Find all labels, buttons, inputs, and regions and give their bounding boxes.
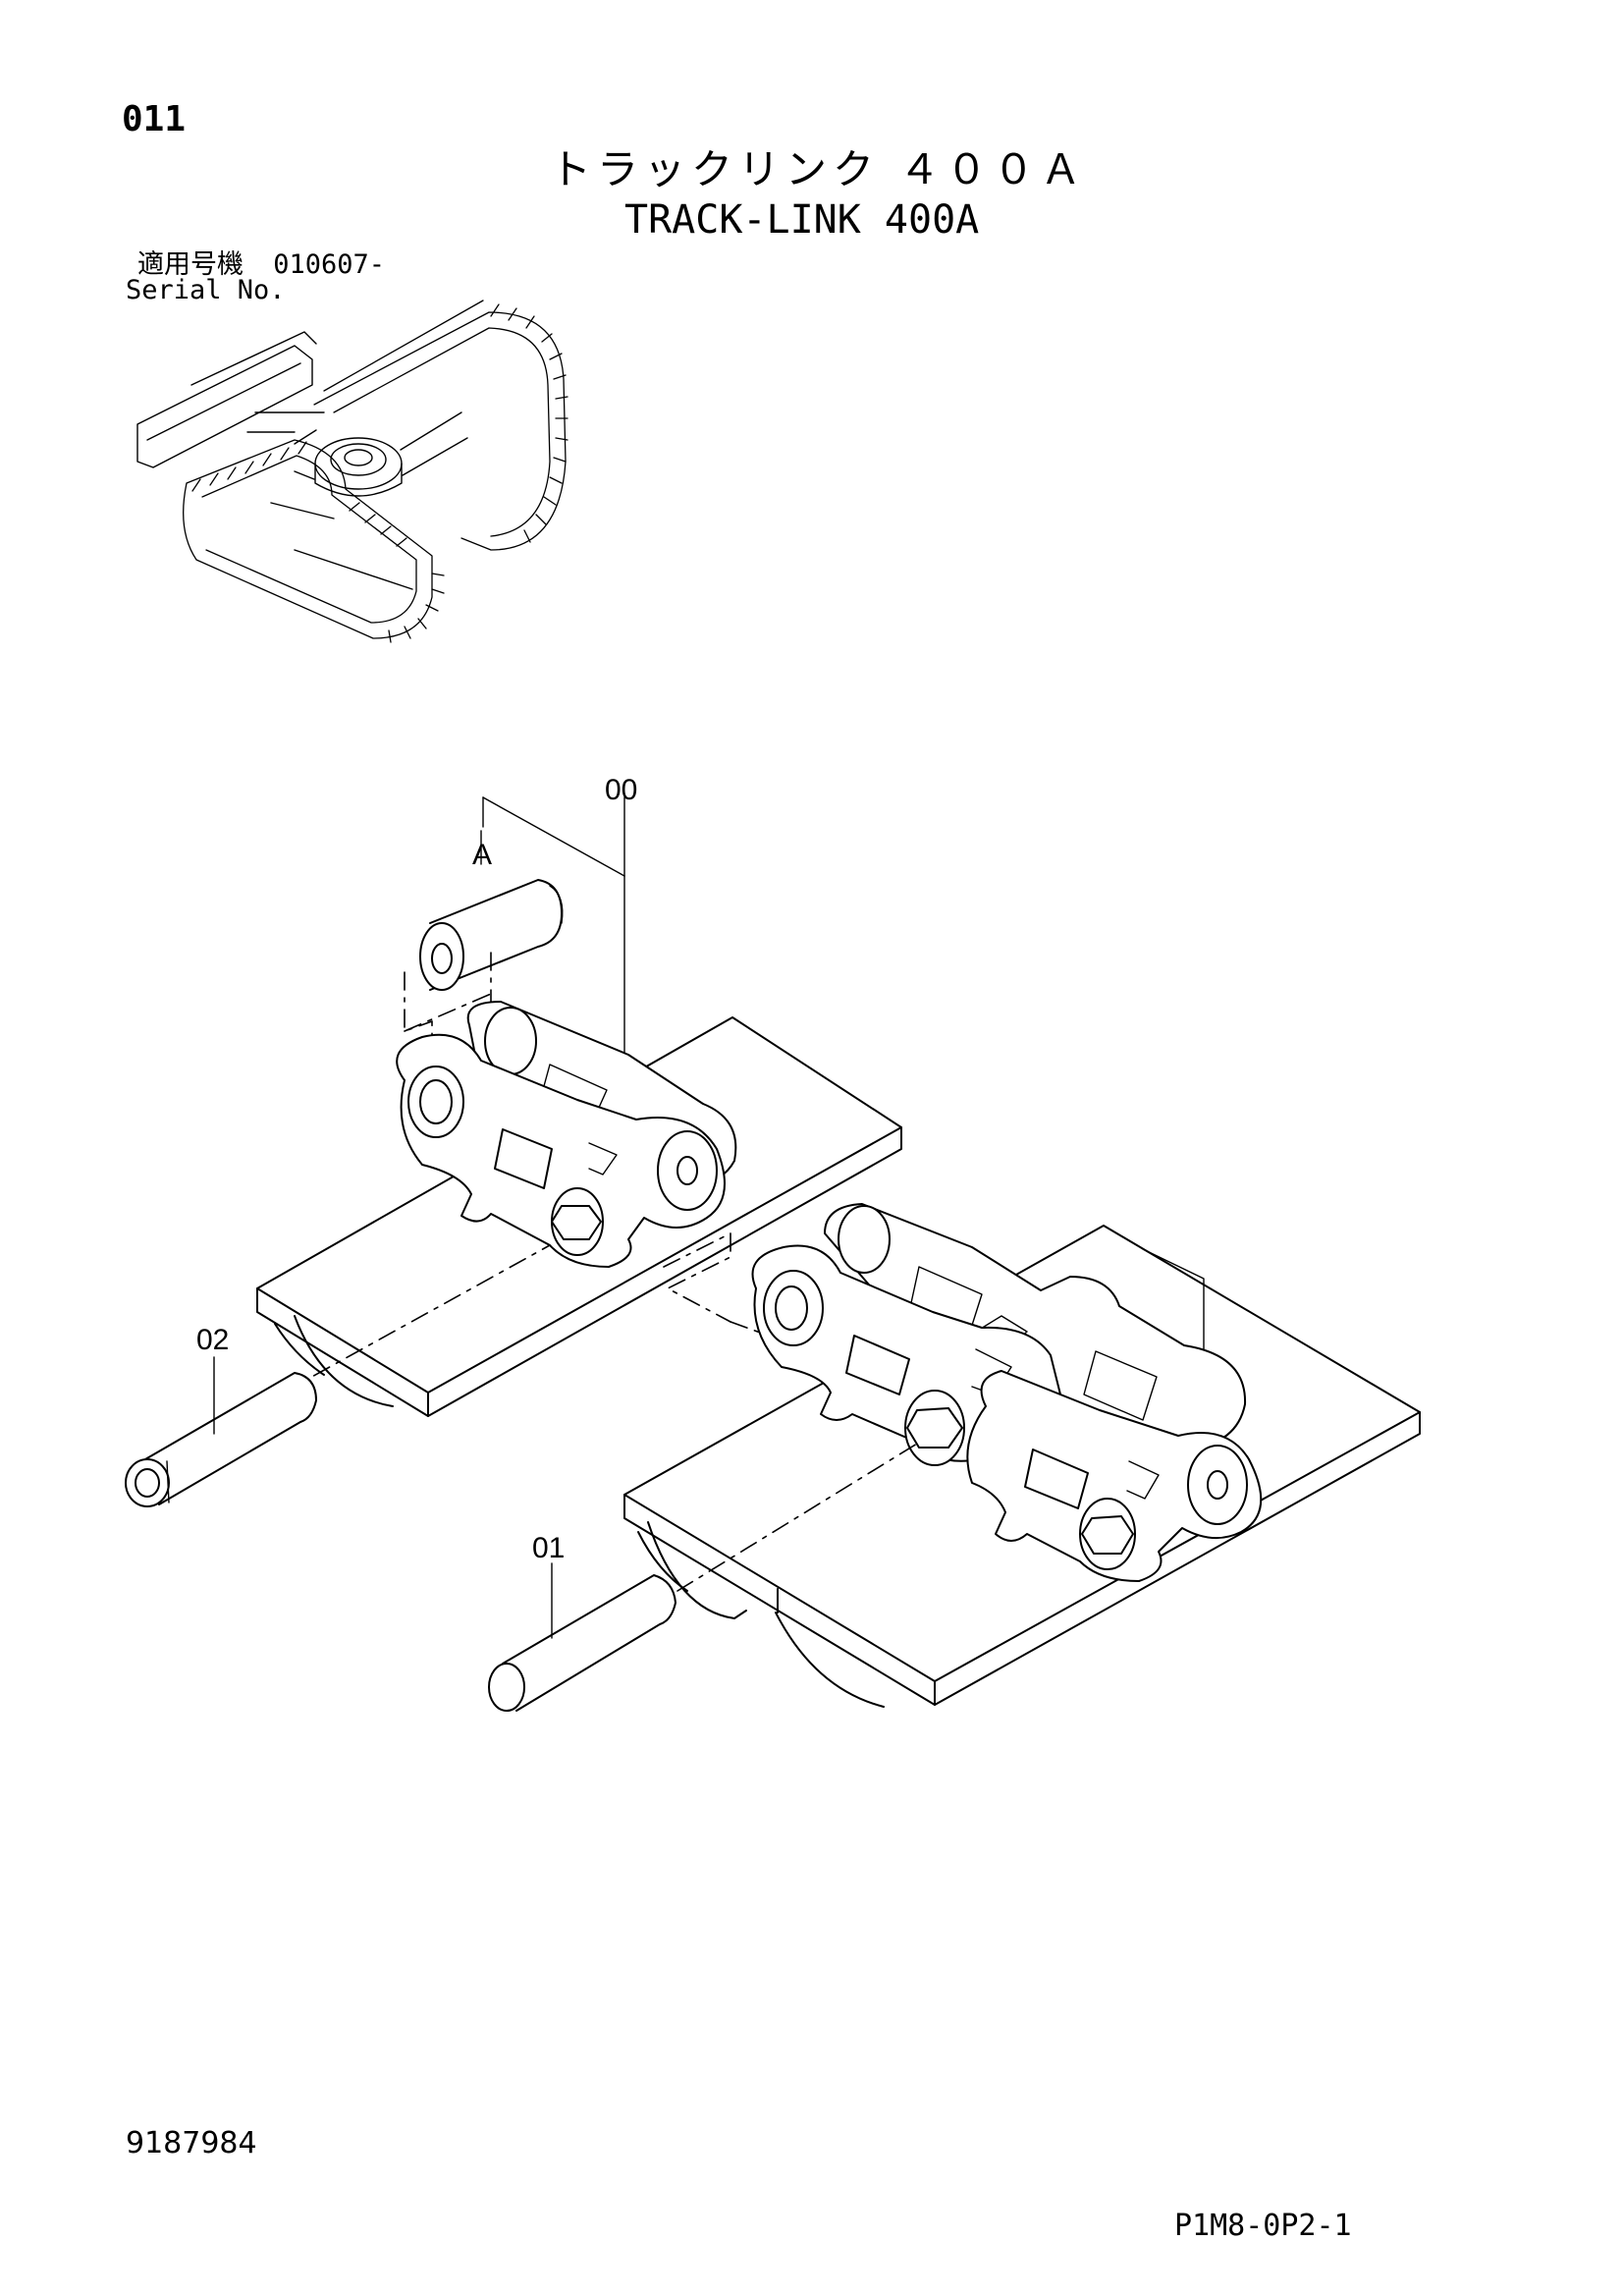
serial-label-japanese: 適用号機 010607- [137, 251, 385, 278]
bushing-part [419, 830, 564, 991]
assembly-leader [482, 796, 625, 1054]
pin-02 [125, 1356, 317, 1507]
callout-part-01: 01 [532, 1532, 566, 1564]
title-english: TRACK-LINK 400A [624, 197, 980, 243]
serial-label-jp-text: 適用号機 [137, 249, 243, 280]
track-link-lower [751, 1203, 1263, 1582]
pin-01 [488, 1443, 918, 1712]
serial-value: 010607- [273, 249, 386, 280]
figure-code: P1M8-0P2-1 [1174, 2209, 1352, 2243]
title-japanese: トラックリンク ４００Ａ [550, 145, 1088, 193]
serial-label-english: Serial No. [126, 275, 286, 305]
bushing-dashed-guide [404, 952, 492, 1042]
callout-detail-a: A [472, 839, 493, 871]
excavator-undercarriage-thumbnail [136, 300, 568, 643]
callout-assembly: 00 [605, 774, 638, 806]
callout-part-02: 02 [196, 1324, 230, 1356]
track-link-upper [396, 1001, 737, 1268]
document-number: 9187984 [126, 2126, 257, 2160]
page-code: 011 [122, 99, 187, 139]
